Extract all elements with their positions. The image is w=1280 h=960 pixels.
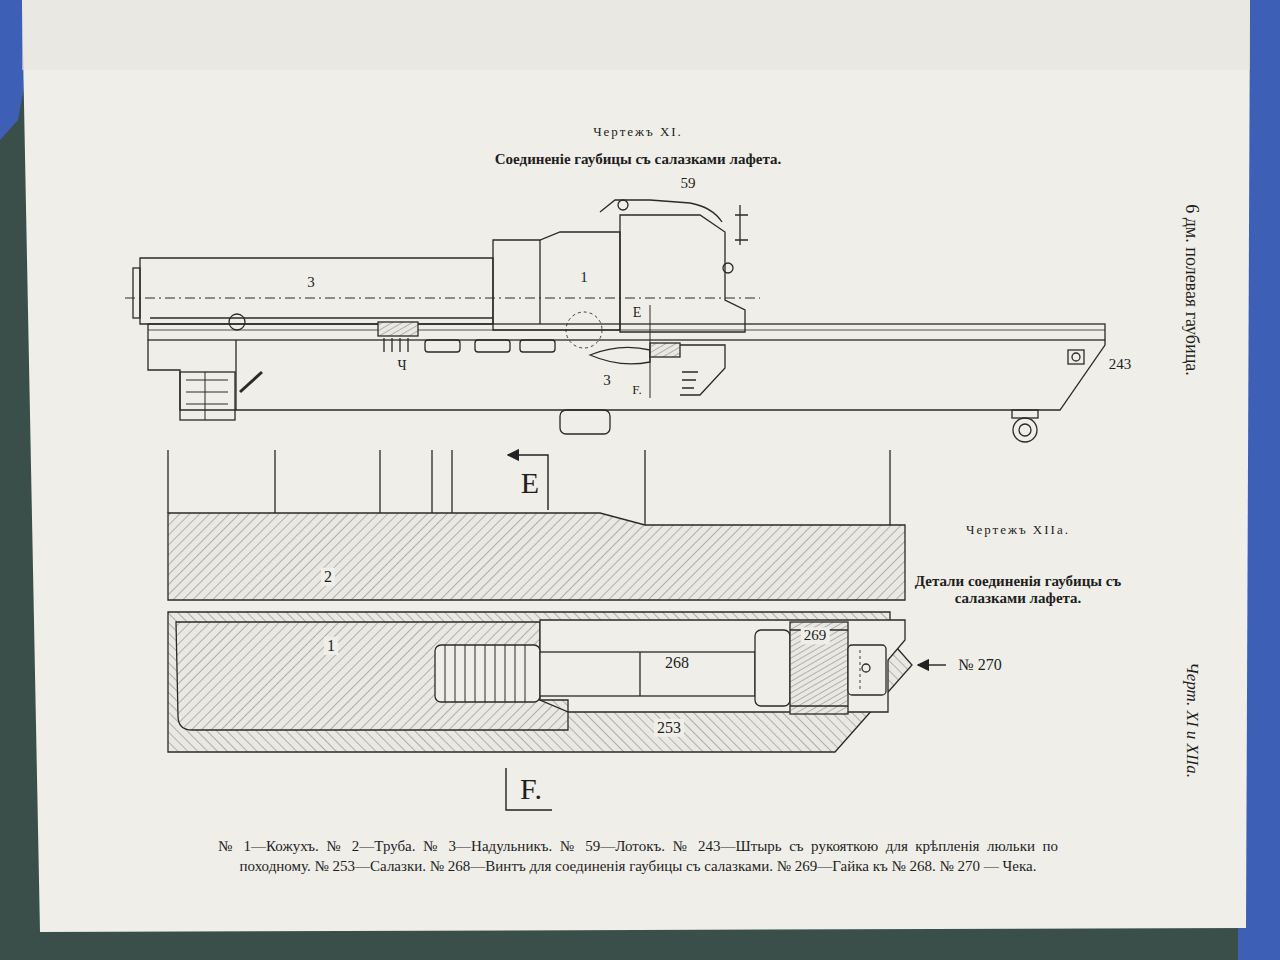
pin xyxy=(229,314,245,330)
bore-axis xyxy=(125,298,760,299)
tray-lever xyxy=(600,200,722,222)
cradle-rails xyxy=(148,324,1105,340)
callout-number: 1 xyxy=(580,269,588,286)
caption: № 1—Кожухъ. № 2—Труба. № 3—Надульникъ. №… xyxy=(218,837,1058,876)
drawing-number: Чертежъ XIIа. xyxy=(966,523,1070,538)
ring-stand xyxy=(1012,410,1038,418)
bolt-section xyxy=(590,347,650,363)
rail-line xyxy=(148,330,1105,331)
title: Соединеніе гаубицы съ салазками лафета. xyxy=(495,151,782,168)
stop-teeth xyxy=(384,338,408,352)
barrel-line xyxy=(150,317,493,318)
lock-lever xyxy=(240,372,262,392)
section-letter: F. xyxy=(632,383,641,398)
ring-hole xyxy=(1019,424,1031,436)
bolt-end xyxy=(848,645,886,695)
callout-number: 269 xyxy=(801,627,830,644)
leader-line xyxy=(918,664,946,665)
hidden-circle xyxy=(566,312,602,348)
bolt-collar xyxy=(755,630,790,706)
cotter-pin xyxy=(862,664,870,672)
callout-number: № 270 xyxy=(958,656,1001,674)
bolt-shank xyxy=(540,652,755,696)
side-heading: 6 дм. полевая гаубица. xyxy=(1182,204,1203,376)
nut-section xyxy=(650,343,680,357)
callout-number: 268 xyxy=(665,654,689,672)
pin-hole xyxy=(860,650,861,690)
breech-handle xyxy=(735,205,748,245)
slide-section xyxy=(168,612,912,752)
howitzer-side-view xyxy=(125,200,1105,442)
callout-number: Ч xyxy=(397,358,406,374)
section-markers xyxy=(506,455,946,810)
callout-number: 1 xyxy=(324,637,338,655)
tube-section xyxy=(168,513,905,600)
cradle-body xyxy=(148,340,1105,410)
section-letter: F. xyxy=(520,772,542,807)
section-line xyxy=(650,305,651,398)
lock-mechanism xyxy=(180,372,235,420)
callout-number: 2 xyxy=(321,568,335,586)
pin-243-head xyxy=(1072,353,1080,361)
side-heading: Черт. XI и XIIа. xyxy=(1182,662,1202,778)
section-mark-e xyxy=(508,455,548,510)
jacket-step xyxy=(539,240,540,324)
slot xyxy=(475,340,510,352)
section-letter: E xyxy=(633,305,642,321)
paper-page xyxy=(22,0,1250,932)
nut xyxy=(790,622,848,714)
bolt-thread xyxy=(435,645,540,702)
shank-step xyxy=(639,652,640,696)
stop-block xyxy=(378,322,418,336)
barrel xyxy=(140,258,493,324)
muzzle-cap xyxy=(133,268,140,318)
drawing-heading: Детали соединенія гаубицы съ салазками л… xyxy=(903,573,1133,608)
slot xyxy=(520,340,555,352)
pin-243 xyxy=(1068,350,1084,364)
slot xyxy=(425,340,460,352)
callout-number: 59 xyxy=(681,175,696,192)
bolt-cavity xyxy=(540,620,905,712)
joint-detail xyxy=(168,450,912,752)
section-letter: E xyxy=(521,466,539,501)
ring xyxy=(1013,418,1037,442)
drawing-number: Чертежъ XI. xyxy=(593,125,683,140)
callout-number: 3 xyxy=(603,372,611,389)
lock-detail xyxy=(186,372,228,420)
breech-knob xyxy=(723,263,733,273)
jacket xyxy=(493,232,620,330)
lug xyxy=(560,410,610,434)
thread-lines xyxy=(445,645,525,702)
section-mark-f xyxy=(506,768,552,810)
breech-jaw xyxy=(680,345,725,395)
paper-shade xyxy=(22,0,1250,70)
jacket-lug-section xyxy=(176,622,568,730)
breech xyxy=(620,215,745,332)
tray-pivot xyxy=(618,200,628,210)
callout-number: 3 xyxy=(307,274,315,291)
jaw-lines xyxy=(682,372,698,388)
callout-number: 243 xyxy=(1109,356,1132,373)
callout-number: 253 xyxy=(654,719,684,737)
